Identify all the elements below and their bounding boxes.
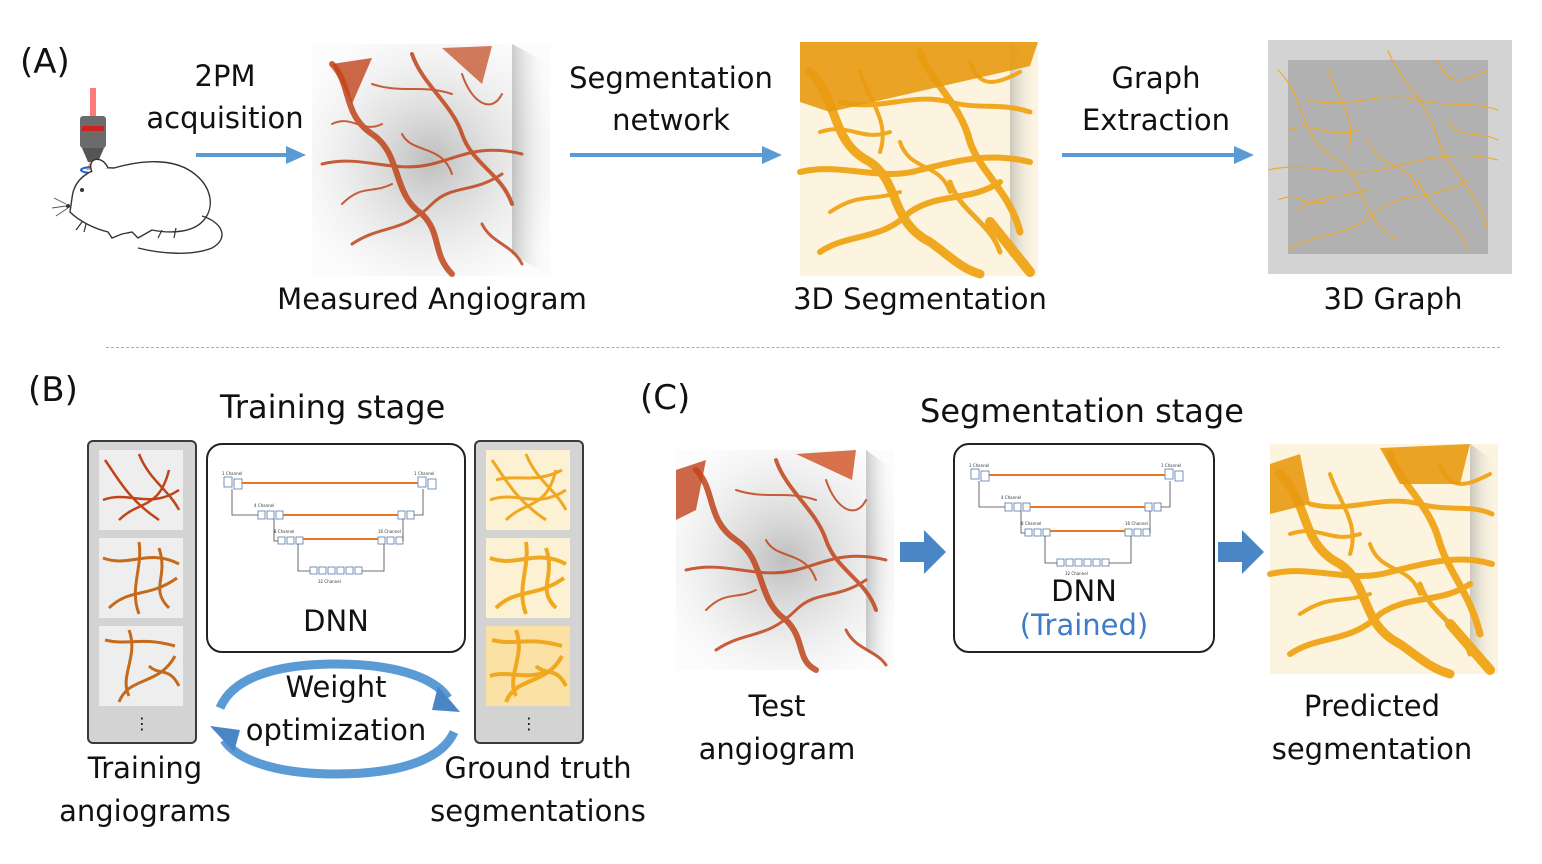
svg-text:8 Channel: 8 Channel (274, 529, 294, 534)
weight-optimization-line2: optimization (245, 713, 427, 747)
svg-text:8 Channel: 8 Channel (1021, 521, 1041, 526)
dnn-training-box: 1 Channel 1 Channel 4 Channel 8 Channel 32 … (206, 443, 466, 653)
training-angiogram-thumb (99, 538, 183, 618)
segmentation-network-label-line2: network (612, 103, 730, 137)
3d-segmentation-image (797, 42, 1038, 279)
laser-beam-icon (90, 88, 96, 118)
3d-segmentation-caption: 3D Segmentation (793, 282, 1047, 316)
dnn-trained-box: 1 Channel 1 Channel 4 Channel 8 Channel 32 … (953, 443, 1215, 653)
svg-text:4 Channel: 4 Channel (254, 503, 274, 508)
cycle-arrows-icon (210, 659, 460, 779)
dnn-label: DNN (303, 604, 369, 638)
mouse-icon (51, 88, 223, 254)
ground-truth-caption-line2: segmentations (430, 794, 646, 828)
predicted-segmentation-caption-line1: Predicted (1303, 689, 1441, 723)
ground-truth-column: ⋮ (474, 440, 584, 744)
arrow-segmentation-network (570, 146, 782, 164)
svg-text:1 Channel: 1 Channel (414, 471, 434, 476)
panel-c-label: (C) (640, 378, 691, 418)
svg-text:4 Channel: 4 Channel (1001, 495, 1021, 500)
svg-text:1 Channel: 1 Channel (969, 463, 989, 468)
measured-angiogram-caption: Measured Angiogram (277, 282, 587, 316)
graph-extraction-label-line1: Graph (1111, 61, 1201, 95)
test-angiogram-caption-line2: angiogram (698, 732, 856, 766)
arrow-acquisition (196, 146, 306, 164)
dnn-trained-label: DNN (1051, 574, 1117, 608)
svg-text:1 Channel: 1 Channel (222, 471, 242, 476)
3d-graph-image (1267, 40, 1512, 274)
ground-truth-thumb (486, 626, 570, 706)
ground-truth-thumb (486, 450, 570, 530)
svg-text:16 Channel: 16 Channel (378, 529, 401, 534)
svg-text:32 Channel: 32 Channel (1065, 571, 1088, 576)
graph-extraction-label-line2: Extraction (1081, 103, 1231, 137)
ground-truth-thumb (486, 538, 570, 618)
test-angiogram-image (676, 450, 894, 673)
ground-truth-caption-line1: Ground truth (444, 751, 632, 785)
measured-angiogram-image (312, 44, 550, 277)
panel-a-label: (A) (20, 42, 70, 82)
segmentation-network-label-line1: Segmentation (569, 61, 773, 95)
training-stage-title: Training stage (220, 388, 446, 426)
svg-text:32 Channel: 32 Channel (318, 579, 341, 584)
dnn-trained-sublabel: (Trained) (1019, 608, 1149, 642)
svg-text:16 Channel: 16 Channel (1125, 521, 1148, 526)
svg-text:1 Channel: 1 Channel (1161, 463, 1181, 468)
weight-optimization-line1: Weight (285, 670, 387, 704)
arrow-to-prediction (1218, 530, 1264, 574)
acquisition-label-line2: acquisition (146, 101, 304, 135)
arrow-graph-extraction (1062, 146, 1254, 164)
3d-graph-caption: 3D Graph (1323, 282, 1463, 316)
arrow-to-dnn (900, 530, 946, 574)
acquisition-label-line1: 2PM (194, 59, 256, 93)
unet-diagram-icon: 1 Channel 1 Channel 4 Channel 8 Channel 32 … (969, 463, 1184, 576)
panel-b-label: (B) (28, 370, 78, 410)
more-items-ellipsis: ⋮ (521, 714, 537, 733)
predicted-segmentation-caption-line2: segmentation (1271, 732, 1473, 766)
segmentation-stage-title: Segmentation stage (920, 392, 1244, 430)
more-items-ellipsis: ⋮ (134, 714, 150, 733)
training-angiogram-thumb (99, 626, 183, 706)
training-angiogram-thumb (99, 450, 183, 530)
training-angiograms-caption-line2: angiograms (59, 794, 231, 828)
training-angiograms-caption-line1: Training (87, 751, 203, 785)
training-angiograms-column: ⋮ (87, 440, 197, 744)
section-divider (106, 347, 1500, 348)
test-angiogram-caption-line1: Test (748, 689, 806, 723)
predicted-segmentation-image (1267, 444, 1498, 679)
unet-diagram-icon: 1 Channel 1 Channel 4 Channel 8 Channel 32 … (222, 471, 437, 584)
